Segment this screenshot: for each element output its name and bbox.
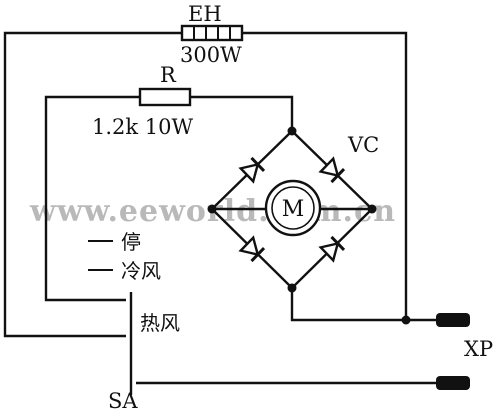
resistor-r	[138, 87, 192, 107]
junction-dots	[207, 126, 411, 325]
switch-position-stop: 停	[121, 230, 141, 254]
plug-ref-label: XP	[464, 337, 493, 361]
motor-symbol-label: M	[282, 197, 305, 222]
heater-ref-label: EH	[188, 2, 222, 26]
switch-positions	[88, 240, 113, 271]
motor-m	[264, 179, 322, 237]
resistor-value-label: 1.2k 10W	[92, 115, 194, 139]
switch-ref-label: SA	[108, 389, 138, 411]
switch-position-cool: 冷风	[121, 259, 161, 283]
heater-value-label: 300W	[180, 43, 242, 67]
resistor-ref-label: R	[160, 63, 177, 87]
wiring	[3, 31, 440, 395]
switch-position-hot: 热风	[140, 311, 180, 335]
plug-xp	[436, 313, 470, 390]
heater-eh	[180, 24, 244, 42]
bridge-ref-label: VC	[347, 133, 379, 157]
